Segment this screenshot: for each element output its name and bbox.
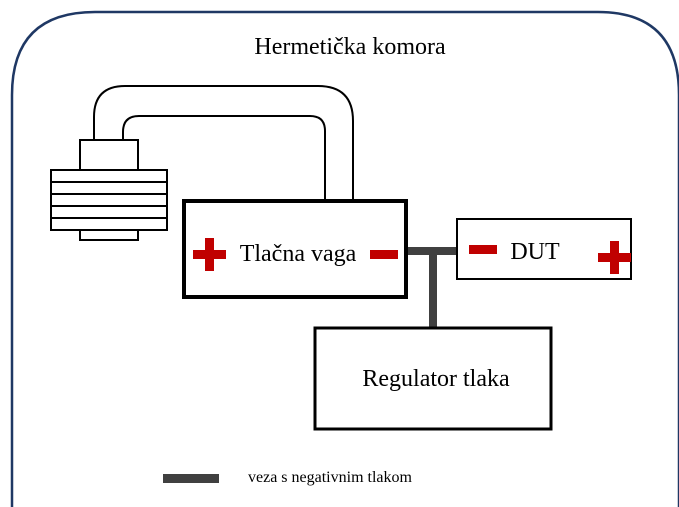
minus-sign-icon — [469, 245, 497, 254]
legend-swatch — [163, 474, 219, 483]
pressure-balance-box — [182, 199, 408, 299]
weight-stack-icon — [50, 139, 168, 241]
regulator-label: Regulator tlaka — [362, 366, 510, 392]
dut-label: DUT — [510, 239, 560, 265]
chamber-title: Hermetička komora — [254, 34, 446, 60]
plus-sign-icon — [598, 241, 631, 274]
plus-sign-icon — [193, 238, 226, 271]
chamber-outline — [10, 10, 679, 507]
tube-outer — [93, 85, 354, 200]
pressure-balance-label: Tlačna vaga — [240, 241, 357, 267]
minus-sign-icon — [370, 250, 398, 259]
legend-label: veza s negativnim tlakom — [248, 469, 413, 486]
dut-box — [456, 218, 632, 280]
regulator-box — [313, 326, 553, 431]
tube-inner — [122, 115, 326, 200]
